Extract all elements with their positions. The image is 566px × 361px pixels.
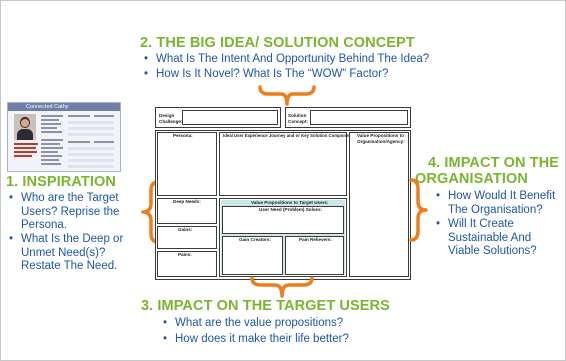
persona-card: Connected Cathy xyxy=(7,102,121,172)
persona-label: Persona: xyxy=(173,133,193,138)
big-idea-bullet-2-text: How Is It Novel? What Is The “WOW” Facto… xyxy=(156,68,389,80)
inspiration-bullet-1: • Who are the Target Users? Reprise the … xyxy=(9,192,143,233)
top-brace-icon xyxy=(258,85,316,106)
bullet-dot: • xyxy=(9,192,14,204)
gains-box xyxy=(157,226,217,249)
persona-photo xyxy=(14,114,36,140)
impact-org-bullet-2: • Will It Create Sustainable And Viable … xyxy=(436,218,565,259)
impact-users-bullet-1: • What are the value propositions? xyxy=(163,317,475,331)
right-brace-icon xyxy=(409,178,428,242)
deep-needs-label: Deep Needs: xyxy=(173,199,201,204)
impact-org-heading-line-2: ORGANISATION xyxy=(415,171,528,187)
persona-card-header xyxy=(8,103,120,111)
impact-org-bullet-1: • How Would It Benefit The Organisation? xyxy=(436,190,565,217)
value-users-label: Value Propositions to Target Users: xyxy=(251,200,329,205)
solution-concept-label: Solution Concept: xyxy=(288,113,308,124)
bullet-dot: • xyxy=(9,233,14,245)
pains-label: Pains: xyxy=(178,252,192,257)
big-idea-heading: 2. THE BIG IDEA/ SOLUTION CONCEPT xyxy=(140,35,415,51)
gains-label: Gains: xyxy=(178,227,193,232)
value-org-label: Value Propositions to Organisation/Agenc… xyxy=(357,133,405,144)
left-brace-icon xyxy=(141,180,160,244)
inspiration-heading: 1. INSPIRATION xyxy=(6,174,116,190)
user-need-label: User Need (Problem) Solves: xyxy=(259,207,323,212)
bullet-dot: • xyxy=(144,53,149,65)
design-challenge-label: Design Challenge: xyxy=(159,113,183,124)
bullet-dot: • xyxy=(163,333,168,345)
solution-concept-field xyxy=(310,110,408,125)
persona-card-title: Connected Cathy xyxy=(26,104,69,110)
impact-users-bullet-2: • How does it make their life better? xyxy=(163,333,475,347)
big-idea-bullet-1: • What Is The Intent And Opportunity Beh… xyxy=(144,53,486,67)
journey-label: Ideal User Experience Journey and or Key… xyxy=(223,133,357,138)
persona-box xyxy=(157,132,217,196)
big-idea-bullet-1-text: What Is The Intent And Opportunity Behin… xyxy=(156,53,430,65)
bullet-dot: • xyxy=(163,317,168,329)
inspiration-bullet-2: • What Is the Deep or Unmet Need(s)? Res… xyxy=(9,233,143,274)
bullet-dot: • xyxy=(436,218,441,230)
inspiration-bullet-2-text: What Is the Deep or Unmet Need(s)? Resta… xyxy=(21,233,124,272)
pain-relievers-label: Pain Relievers: xyxy=(299,237,332,242)
gain-creators-label: Gain Creators: xyxy=(239,237,271,242)
impact-org-heading-line-1: 4. IMPACT ON THE xyxy=(428,155,560,171)
deep-needs-box xyxy=(157,198,217,224)
gain-creators-box xyxy=(222,236,283,275)
impact-org-bullet-2-text: Will It Create Sustainable And Viable So… xyxy=(448,218,537,257)
value-org-box xyxy=(349,132,409,277)
value-canvas: Design Challenge: Solution Concept: Pers… xyxy=(155,105,415,281)
bottom-brace-icon xyxy=(250,276,314,298)
impact-users-bullet-2-text: How does it make their life better? xyxy=(175,333,349,345)
bullet-dot: • xyxy=(436,190,441,202)
bullet-dot: • xyxy=(144,68,149,80)
big-idea-bullet-2: • How Is It Novel? What Is The “WOW” Fac… xyxy=(144,68,486,82)
impact-org-bullet-1-text: How Would It Benefit The Organisation? xyxy=(448,190,556,216)
pains-box xyxy=(157,251,217,277)
design-challenge-field xyxy=(182,110,278,125)
user-need-box xyxy=(222,206,344,234)
impact-users-heading: 3. IMPACT ON THE TARGET USERS xyxy=(141,298,390,314)
journey-box xyxy=(219,132,347,196)
impact-users-bullet-1-text: What are the value propositions? xyxy=(175,317,344,329)
pain-relievers-box xyxy=(285,236,344,275)
inspiration-bullet-1-text: Who are the Target Users? Reprise the Pe… xyxy=(21,192,120,231)
